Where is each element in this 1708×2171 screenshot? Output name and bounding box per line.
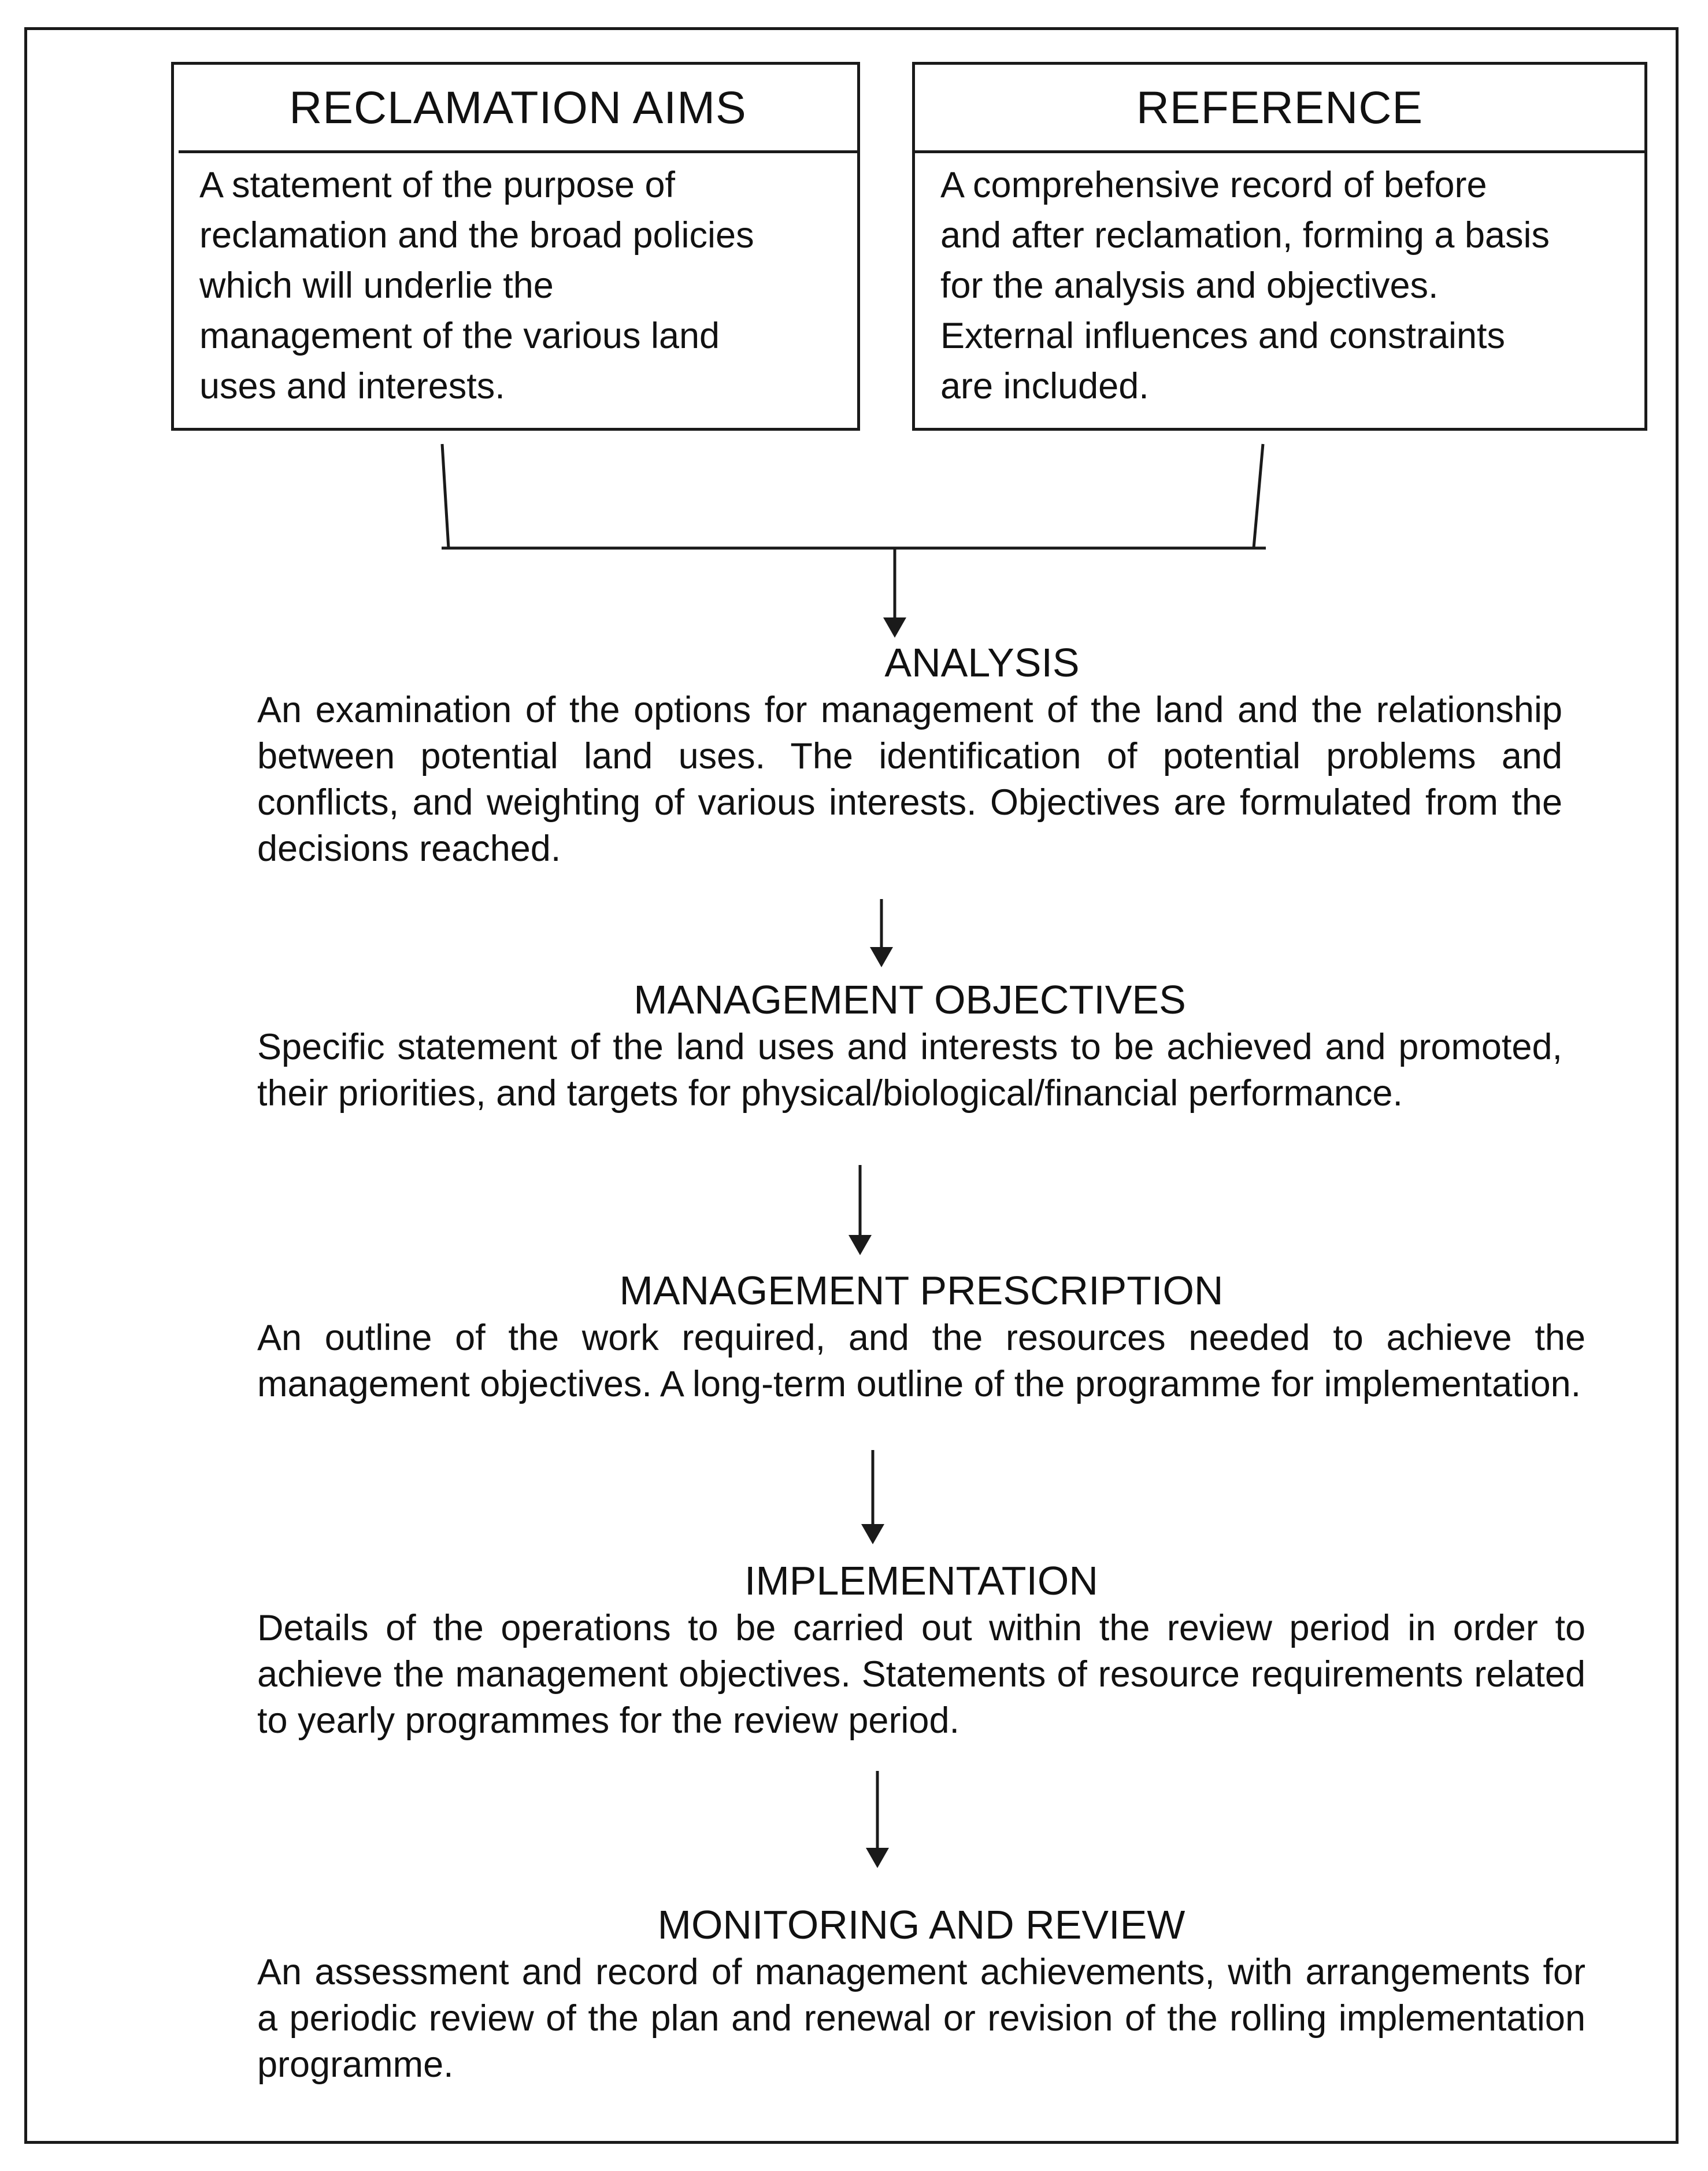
reference-description: A comprehensive record of before and aft…	[940, 165, 1550, 406]
analysis-section: ANALYSIS An examination of the options f…	[257, 638, 1562, 872]
management-prescription-heading: MANAGEMENT PRESCRIPTION	[619, 1268, 1224, 1313]
management-objectives-section: MANAGEMENT OBJECTIVES Specific statement…	[257, 975, 1562, 1116]
implementation-section: IMPLEMENTATION Details of the operations…	[257, 1556, 1585, 1744]
management-objectives-heading: MANAGEMENT OBJECTIVES	[633, 977, 1186, 1022]
reclamation-aims-description: A statement of the purpose of reclamatio…	[199, 165, 754, 406]
reclamation-aims-box: RECLAMATION AIMS A statement of the purp…	[171, 62, 860, 431]
reclamation-aims-title: RECLAMATION AIMS	[179, 65, 857, 153]
monitoring-review-heading: MONITORING AND REVIEW	[657, 1902, 1185, 1947]
management-prescription-description: An outline of the work required, and the…	[257, 1318, 1585, 1404]
reference-box: REFERENCE A comprehensive record of befo…	[912, 62, 1647, 431]
diagram-frame	[24, 27, 1679, 2144]
implementation-description: Details of the operations to be carried …	[257, 1608, 1585, 1741]
analysis-heading: ANALYSIS	[884, 640, 1080, 685]
management-prescription-section: MANAGEMENT PRESCRIPTION An outline of th…	[257, 1266, 1585, 1407]
analysis-description: An examination of the options for manage…	[257, 690, 1562, 869]
implementation-heading: IMPLEMENTATION	[744, 1558, 1098, 1603]
monitoring-review-description: An assessment and record of management a…	[257, 1952, 1585, 2085]
management-objectives-description: Specific statement of the land uses and …	[257, 1027, 1562, 1114]
monitoring-review-section: MONITORING AND REVIEW An assessment and …	[257, 1900, 1585, 2088]
reference-title: REFERENCE	[915, 65, 1644, 153]
